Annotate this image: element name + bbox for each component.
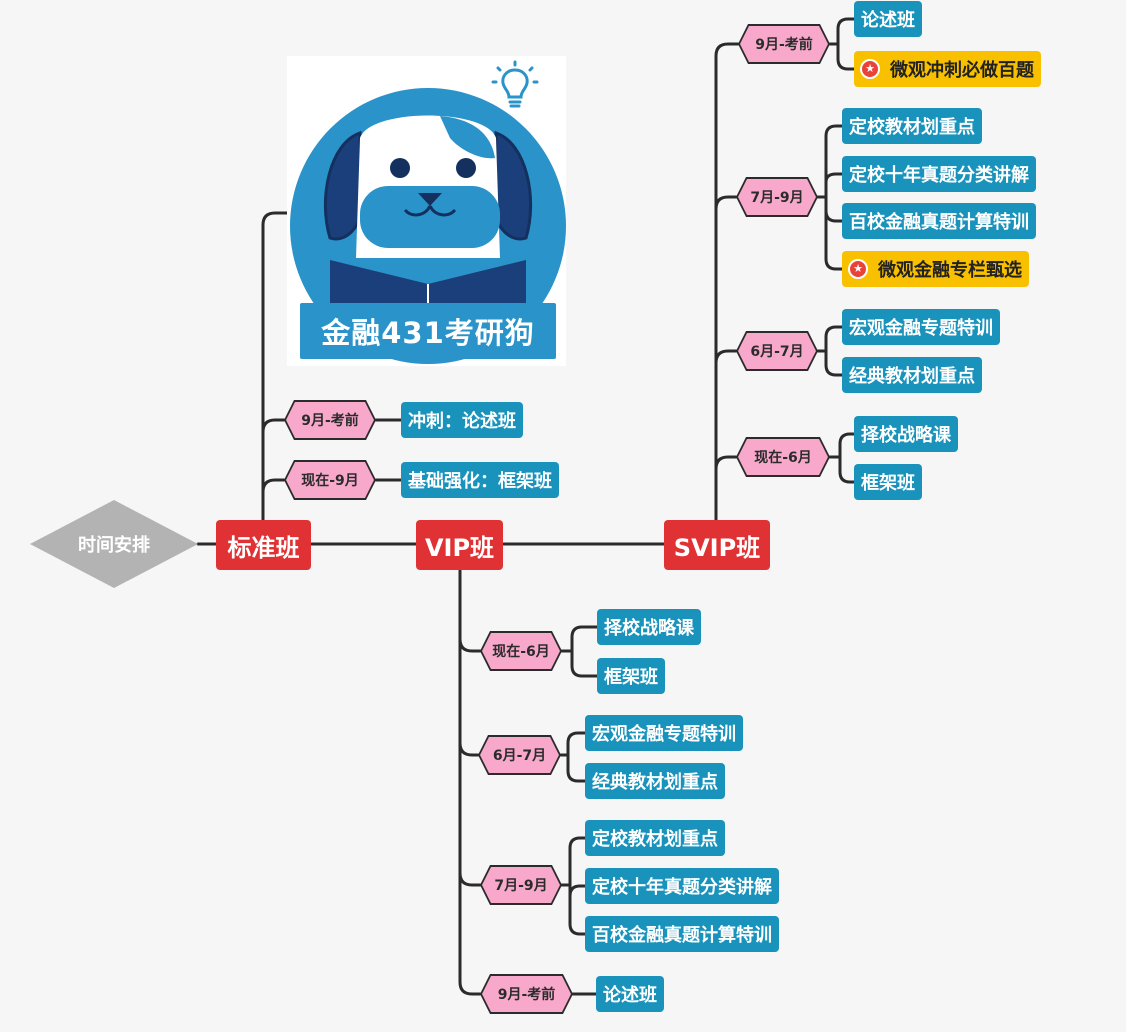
class-node-vip[interactable]: VIP班 [416, 520, 503, 570]
topic-label: 定校十年真题分类讲解 [592, 877, 772, 898]
period-node[interactable]: 7月-9月 [480, 865, 562, 905]
dog-reading-book-icon [323, 115, 533, 310]
period-node[interactable]: 6月-7月 [736, 331, 818, 371]
topic-node[interactable]: 框架班 [597, 658, 665, 694]
topic-node[interactable]: 论述班 [596, 976, 664, 1012]
topic-label: 微观金融专栏甄选 [878, 260, 1022, 281]
topic-label: 择校战略课 [861, 425, 951, 446]
topic-label: 百校金融真题计算特训 [592, 925, 772, 946]
logo-text: 金融431考研狗 [321, 316, 535, 350]
class-label-vip: VIP班 [424, 533, 495, 562]
period-node[interactable]: 现在-6月 [736, 437, 830, 477]
light-bulb-icon [491, 60, 539, 108]
class-node-standard[interactable]: 标准班 [216, 520, 311, 570]
class-node-svip[interactable]: SVIP班 [664, 520, 770, 570]
topic-node[interactable]: 择校战略课 [597, 609, 701, 645]
period-label: 现在-9月 [286, 462, 374, 498]
topic-node[interactable]: 百校金融真题计算特训 [842, 203, 1036, 239]
topic-node[interactable]: 定校教材划重点 [585, 820, 725, 856]
period-label: 9月-考前 [482, 976, 571, 1012]
topic-node[interactable]: 经典教材划重点 [585, 763, 725, 799]
topic-node[interactable]: 宏观金融专题特训 [585, 715, 743, 751]
topic-label: 定校十年真题分类讲解 [849, 165, 1029, 186]
topic-label: 经典教材划重点 [592, 772, 718, 793]
topic-node[interactable]: 择校战略课 [854, 416, 958, 452]
topic-label: 论述班 [861, 10, 915, 31]
period-label: 9月-考前 [286, 402, 374, 438]
period-node[interactable]: 现在-6月 [480, 631, 562, 671]
topic-label: 宏观金融专题特训 [592, 724, 736, 745]
topic-label: 框架班 [604, 667, 658, 688]
period-node[interactable]: 7月-9月 [736, 177, 818, 217]
topic-node[interactable]: 定校十年真题分类讲解 [842, 156, 1036, 192]
period-label: 现在-6月 [482, 633, 560, 669]
period-node[interactable]: 9月-考前 [480, 974, 573, 1014]
topic-label: 微观冲刺必做百题 [890, 60, 1034, 81]
topic-node[interactable]: 经典教材划重点 [842, 357, 982, 393]
period-label: 7月-9月 [482, 867, 560, 903]
topic-label: 基础强化：框架班 [408, 471, 552, 492]
topic-node[interactable]: 宏观金融专题特训 [842, 309, 1000, 345]
topic-node[interactable]: 定校教材划重点 [842, 108, 982, 144]
class-label-svip: SVIP班 [673, 533, 761, 562]
topic-node[interactable]: 冲刺：论述班 [401, 402, 523, 438]
period-node[interactable]: 6月-7月 [478, 735, 561, 775]
topic-node[interactable]: 基础强化：框架班 [401, 462, 559, 498]
period-label: 7月-9月 [738, 179, 816, 215]
topic-label: 择校战略课 [604, 618, 694, 639]
period-node[interactable]: 9月-考前 [284, 400, 376, 440]
topic-node[interactable]: 百校金融真题计算特训 [585, 916, 779, 952]
period-label: 现在-6月 [738, 439, 828, 475]
class-label-standard: 标准班 [227, 533, 300, 562]
period-node[interactable]: 现在-9月 [284, 460, 376, 500]
topic-label: 定校教材划重点 [849, 117, 975, 138]
topic-label: 宏观金融专题特训 [849, 318, 993, 339]
topic-node[interactable]: 框架班 [854, 464, 922, 500]
root-label: 时间安排 [78, 535, 150, 556]
period-node[interactable]: 9月-考前 [738, 24, 830, 64]
topic-label: 论述班 [603, 985, 657, 1006]
logo-banner: 金融431考研狗 [300, 303, 556, 359]
topic-label: 框架班 [861, 473, 915, 494]
topic-label: 百校金融真题计算特训 [849, 212, 1029, 233]
topic-node-highlighted[interactable]: 微观金融专栏甄选 [842, 251, 1029, 287]
star-badge-icon [848, 259, 868, 279]
topic-node[interactable]: 论述班 [854, 1, 922, 37]
period-label: 6月-7月 [480, 737, 559, 773]
star-badge-icon [860, 59, 880, 79]
topic-node-highlighted[interactable]: 微观冲刺必做百题 [854, 51, 1041, 87]
topic-label: 定校教材划重点 [592, 829, 718, 850]
topic-label: 冲刺：论述班 [408, 411, 516, 432]
period-label: 6月-7月 [738, 333, 816, 369]
topic-label: 经典教材划重点 [849, 366, 975, 387]
period-label: 9月-考前 [740, 26, 828, 62]
topic-node[interactable]: 定校十年真题分类讲解 [585, 868, 779, 904]
